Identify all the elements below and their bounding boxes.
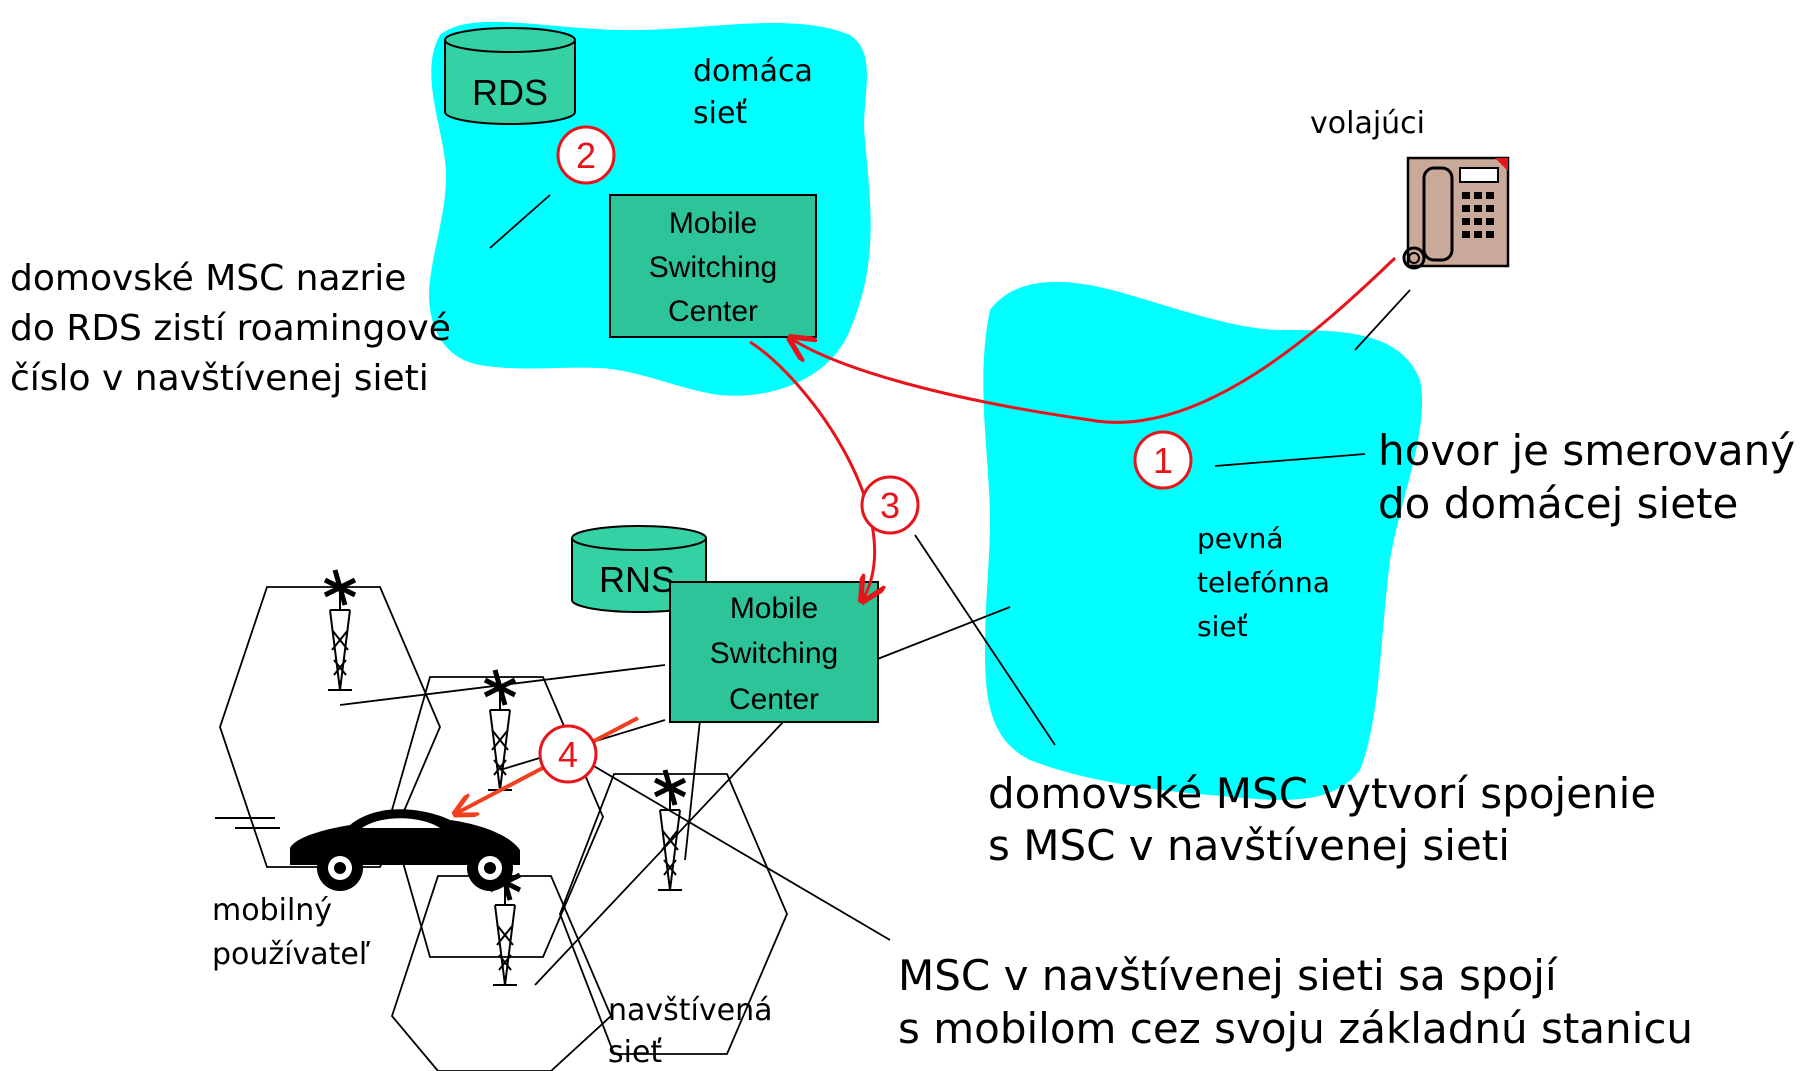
step-2-text-line2: do RDS zistí roamingové	[10, 308, 451, 349]
fixed-network-label-line2: telefónna	[1197, 566, 1330, 599]
home-msc: Mobile Switching Center	[609, 194, 817, 338]
phone-network-link	[1354, 289, 1411, 351]
cell-1	[219, 586, 441, 868]
tower4-link	[534, 719, 786, 986]
home-msc-label-line1: Mobile	[669, 207, 757, 240]
call-route-arrow-3	[749, 340, 875, 601]
visited-msc-label-line3: Center	[729, 683, 819, 716]
step-3-text-line2: s MSC v navštívenej sieti	[988, 821, 1510, 870]
step-2-text-line3: číslo v navštívenej sieti	[10, 358, 429, 399]
home-network-label-line1: domáca	[693, 54, 813, 89]
antenna-tower-3-icon	[653, 769, 687, 891]
tower3-link	[684, 719, 701, 861]
fixed-network-cloud	[983, 281, 1423, 800]
visited-network-label-line2: sieť	[608, 1035, 662, 1070]
visited-msc: Mobile Switching Center	[669, 581, 879, 723]
visited-msc-label-line2: Switching	[710, 637, 838, 670]
home-msc-label-line2: Switching	[649, 251, 777, 284]
mobile-user-label-line1: mobilný	[212, 893, 332, 928]
caller-label: volajúci	[1310, 106, 1425, 141]
step-2-text-line1: domovské MSC nazrie	[10, 258, 406, 299]
step1-pointer	[1214, 453, 1366, 467]
step-4-text-line1: MSC v navštívenej sieti sa spojí	[898, 951, 1558, 1000]
cell-3	[559, 773, 788, 1055]
home-msc-label-line3: Center	[668, 295, 758, 328]
home-msc-link	[489, 194, 551, 249]
call-route-arrow-1	[790, 256, 1397, 424]
visited-msc-label-line1: Mobile	[730, 592, 818, 625]
rns-label: RNS	[599, 559, 675, 600]
step-4-badge: 4	[538, 724, 598, 784]
car-icon	[215, 809, 520, 891]
step-2-number: 2	[576, 135, 596, 176]
step-1-badge: 1	[1133, 430, 1193, 490]
step-1-text-line1: hovor je smerovaný	[1378, 426, 1795, 475]
step-1-number: 1	[1153, 440, 1173, 481]
rds-database: RDS	[444, 27, 576, 125]
antenna-tower-1-icon	[323, 569, 357, 691]
antenna-tower-2-icon	[483, 669, 517, 791]
rds-label: RDS	[472, 72, 548, 113]
fixed-network-label-line1: pevná	[1197, 522, 1283, 555]
home-network-label-line2: sieť	[693, 96, 747, 131]
step4-pointer	[574, 754, 891, 941]
cell-4	[390, 875, 613, 1071]
visited-network-label-line1: navštívená	[608, 993, 773, 1028]
step-4-text-line2: s mobilom cez svoju základnú stanicu	[898, 1004, 1693, 1053]
visited-msc-fixed-link	[874, 606, 1011, 661]
step-4-number: 4	[558, 734, 578, 775]
telephone-icon	[1402, 156, 1510, 270]
mobile-user-label-line2: používateľ	[212, 937, 371, 972]
step-2-badge: 2	[556, 125, 616, 185]
fixed-network-label-line3: sieť	[1197, 610, 1248, 643]
step3-pointer	[914, 534, 1056, 746]
step-3-number: 3	[880, 485, 900, 526]
step-1-text-line2: do domácej siete	[1378, 479, 1738, 528]
step-3-text-line1: domovské MSC vytvorí spojenie	[988, 769, 1656, 818]
step-3-badge: 3	[860, 475, 920, 535]
